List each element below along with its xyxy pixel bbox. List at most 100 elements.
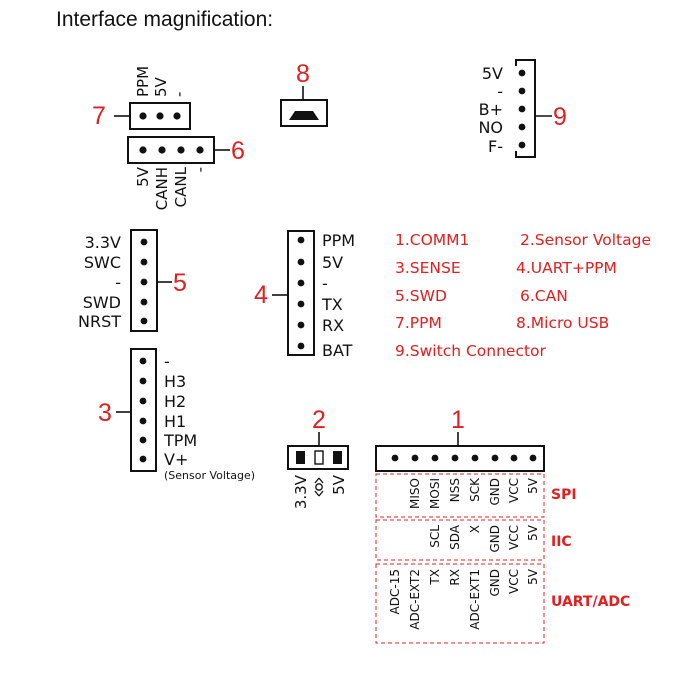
connector-1-pin bbox=[431, 454, 439, 462]
connector-7: 7 PPM 5V - bbox=[92, 66, 191, 130]
connector-7-housing bbox=[129, 102, 191, 130]
uart-adc-pin-label: VCC bbox=[507, 569, 521, 594]
connector-6-pin bbox=[196, 146, 204, 154]
legend-item: 9.Switch Connector bbox=[395, 342, 547, 360]
connector-5-pin bbox=[140, 317, 148, 325]
legend-item: 4.UART+PPM bbox=[516, 259, 617, 277]
spi-pin-label: MISO bbox=[408, 478, 422, 509]
connector-7-pin-label: 5V bbox=[152, 76, 170, 97]
connector-7-pin-label: - bbox=[170, 92, 188, 97]
connector-5-pin-label: 3.3V bbox=[85, 233, 121, 252]
connector-2-number: 2 bbox=[312, 406, 326, 434]
connector-4-pin bbox=[297, 279, 305, 287]
connector-5-housing bbox=[130, 229, 158, 332]
uart-adc-mode-label: UART/ADC bbox=[551, 594, 630, 610]
connector-3-housing bbox=[130, 348, 157, 472]
connector-9-pin-label: NO bbox=[478, 118, 503, 137]
connector-3-pin bbox=[139, 397, 147, 405]
connector-2-pin bbox=[333, 451, 342, 464]
connector-7-pin-label: PPM bbox=[134, 66, 152, 97]
spi-pin-label: GND bbox=[488, 478, 502, 506]
connector-3-number: 3 bbox=[98, 399, 112, 427]
connector-4-pin-label: PPM bbox=[322, 231, 355, 250]
legend-item: 5.SWD bbox=[395, 287, 447, 305]
legend: 1.COMM1 2.Sensor Voltage 3.SENSE 4.UART+… bbox=[395, 231, 651, 360]
connector-5-pin-label: NRST bbox=[78, 312, 121, 331]
connector-9-housing bbox=[515, 59, 536, 158]
uart-adc-pin-label: RX bbox=[448, 569, 462, 586]
connector-3-pin bbox=[139, 357, 147, 365]
connector-2-pin-label: 3.3V bbox=[292, 474, 310, 509]
connector-4-housing bbox=[287, 230, 315, 356]
spi-pin-label: VCC bbox=[507, 478, 521, 503]
connector-5-pin-label: SWD bbox=[83, 293, 121, 312]
connector-5-pin bbox=[140, 298, 148, 306]
connector-7-pin bbox=[139, 112, 147, 120]
connector-6: 6 5V CANH CANL - bbox=[127, 136, 245, 210]
connector-6-pin bbox=[139, 146, 147, 154]
connector-5-pin bbox=[140, 238, 148, 246]
connector-3: 3 - H3 H2 H1 TPM V+ (Sensor Voltage) bbox=[98, 348, 255, 482]
connector-1-housing bbox=[375, 445, 545, 472]
spi-mode-label: SPI bbox=[551, 487, 577, 503]
connector-7-pin bbox=[156, 112, 164, 120]
connector-4-pin-label: TX bbox=[321, 295, 343, 314]
legend-item: 8.Micro USB bbox=[516, 314, 609, 332]
connector-2-housing bbox=[287, 445, 349, 470]
connector-1-pin bbox=[391, 454, 399, 462]
page-title: Interface magnification: bbox=[56, 8, 273, 31]
connector-3-pin-label: H3 bbox=[164, 372, 186, 391]
spi-pin-label: NSS bbox=[448, 478, 462, 502]
micro-usb-icon bbox=[289, 111, 319, 120]
connector-1-pin bbox=[491, 454, 499, 462]
iic-pin-group bbox=[375, 519, 545, 561]
connector-9-pin bbox=[518, 105, 526, 113]
connector-4-pin bbox=[297, 258, 305, 266]
uart-adc-pin-label: GND bbox=[488, 569, 502, 597]
connector-9-number: 9 bbox=[553, 103, 567, 131]
connector-9-pin bbox=[518, 69, 526, 77]
connector-2: 2 3.3V 5V bbox=[287, 406, 349, 509]
uart-adc-pin-group bbox=[375, 563, 545, 644]
connector-9-pin bbox=[518, 87, 526, 95]
iic-pin-label: 5V bbox=[526, 524, 540, 541]
connector-3-pin bbox=[139, 455, 147, 463]
connector-9-pin bbox=[518, 123, 526, 131]
iic-pin-label: SCL bbox=[428, 525, 442, 548]
connector-1-pin bbox=[529, 454, 537, 462]
connector-6-pin-label: - bbox=[191, 167, 209, 172]
connector-6-pin-label: CANH bbox=[153, 167, 171, 210]
connector-1-pin bbox=[471, 454, 479, 462]
legend-item: 1.COMM1 bbox=[395, 231, 469, 249]
connector-9-pin bbox=[518, 141, 526, 149]
connector-6-number: 6 bbox=[231, 137, 245, 165]
connector-4-pin-label: - bbox=[322, 274, 328, 293]
connector-2-pin-label: 5V bbox=[330, 474, 348, 495]
connector-8: 8 bbox=[280, 60, 328, 127]
spi-pin-label: MOSI bbox=[428, 478, 442, 509]
connector-9: 5V - B+ NO F- 9 bbox=[478, 59, 567, 158]
connector-5: 3.3V SWC - SWD NRST 5 bbox=[78, 229, 187, 332]
connector-1-pin bbox=[411, 454, 419, 462]
connector-4-pin-label: BAT bbox=[322, 341, 353, 360]
uart-adc-pin-label: ADC-EXT2 bbox=[408, 569, 422, 630]
uart-adc-pin-label: ADC-EXT1 bbox=[468, 569, 482, 630]
connector-2-pin bbox=[314, 450, 324, 465]
spi-pin-group bbox=[375, 473, 545, 518]
connector-2-pin bbox=[296, 451, 305, 464]
connector-3-pin bbox=[139, 436, 147, 444]
connector-1-number: 1 bbox=[451, 406, 465, 434]
connector-5-pin bbox=[140, 278, 148, 286]
iic-mode-label: IIC bbox=[551, 534, 572, 550]
iic-pin-label: VCC bbox=[507, 525, 521, 550]
micro-usb-housing bbox=[280, 99, 328, 127]
connector-4: 4 PPM 5V - TX RX BAT bbox=[254, 230, 355, 360]
legend-item: 7.PPM bbox=[395, 314, 442, 332]
connector-4-pin bbox=[297, 236, 305, 244]
connector-9-pin-label: F- bbox=[488, 137, 503, 156]
connector-4-pin bbox=[297, 300, 305, 308]
connector-7-pin bbox=[173, 112, 181, 120]
connector-3-note: (Sensor Voltage) bbox=[164, 469, 255, 482]
connector-6-pin bbox=[177, 146, 185, 154]
